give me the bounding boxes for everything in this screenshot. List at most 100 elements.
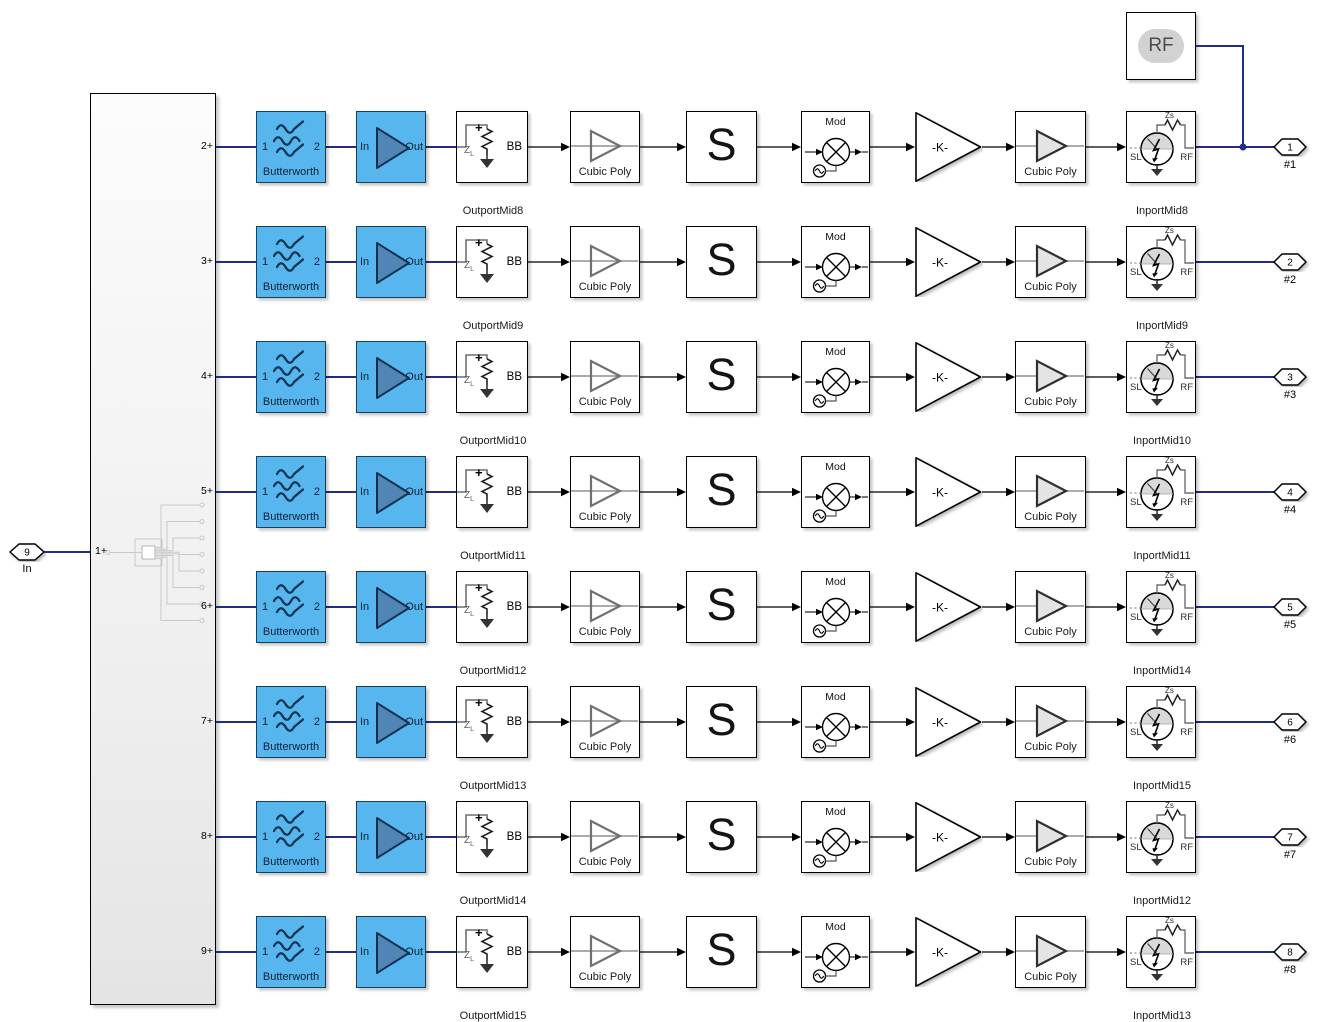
port-1-label: 1 xyxy=(262,371,269,383)
inport-mid-block[interactable]: SL RF Zs InportMid15 xyxy=(1126,686,1196,792)
s-parameters-block[interactable]: S xyxy=(686,341,757,413)
plus-polarity-label: + xyxy=(475,235,483,250)
butterworth-filter-block[interactable]: 1 2 Butterworth xyxy=(256,571,326,643)
ground-icon xyxy=(480,964,494,973)
butterworth-filter-block[interactable]: 1 2 Butterworth xyxy=(256,341,326,413)
s-parameters-block[interactable]: S xyxy=(686,801,757,873)
port-2-label: 2 xyxy=(313,831,320,843)
port-2-label: 2 xyxy=(313,716,320,728)
cubic-poly-block[interactable]: Cubic Poly xyxy=(570,686,640,758)
output-port-hexagon[interactable]: 1 xyxy=(1272,137,1310,157)
cubic-poly-block-2[interactable]: Cubic Poly xyxy=(1015,341,1086,413)
gain-block[interactable]: -K- xyxy=(915,572,983,642)
inport-name-label: InportMid9 xyxy=(1136,320,1188,332)
inport-mid-block[interactable]: SL RF Zs InportMid11 xyxy=(1126,456,1196,562)
s-parameters-block[interactable]: S xyxy=(686,916,757,988)
butterworth-filter-block[interactable]: 1 2 Butterworth xyxy=(256,801,326,873)
amp-outline-icon xyxy=(571,359,638,393)
amplifier-block[interactable]: In Out xyxy=(356,226,426,298)
gain-value-label: -K- xyxy=(932,486,948,500)
s-parameters-block[interactable]: S xyxy=(686,686,757,758)
load-circuit-icon xyxy=(457,124,494,168)
cubic-poly-block[interactable]: Cubic Poly xyxy=(570,456,640,528)
gain-block[interactable]: -K- xyxy=(915,342,983,412)
ground-icon xyxy=(480,734,494,743)
inport-mid-block[interactable]: SL RF Zs InportMid14 xyxy=(1126,571,1196,677)
gain-block[interactable]: -K- xyxy=(915,687,983,757)
gain-block[interactable]: -K- xyxy=(915,457,983,527)
modulator-block[interactable]: Mod xyxy=(801,341,870,413)
s-parameters-block[interactable]: S xyxy=(686,111,757,183)
outport-mid-block[interactable]: + ZL BB OutportMid10 xyxy=(456,341,528,447)
butterworth-filter-block[interactable]: 1 2 Butterworth xyxy=(256,686,326,758)
gain-block[interactable]: -K- xyxy=(915,112,983,182)
output-port-hexagon[interactable]: 7 xyxy=(1272,827,1310,847)
modulator-block[interactable]: Mod xyxy=(801,801,870,873)
output-port-hexagon[interactable]: 3 xyxy=(1272,367,1310,387)
amplifier-block[interactable]: In Out xyxy=(356,341,426,413)
s-parameters-block[interactable]: S xyxy=(686,456,757,528)
outport-mid-block[interactable]: + ZL BB OutportMid11 xyxy=(456,456,528,562)
cubic-poly-block[interactable]: Cubic Poly xyxy=(570,916,640,988)
outport-mid-block[interactable]: + ZL BB OutportMid12 xyxy=(456,571,528,677)
rf-source-block[interactable]: RF xyxy=(1126,12,1196,80)
outport-mid-block[interactable]: + ZL BB OutportMid14 xyxy=(456,801,528,907)
modulator-block[interactable]: Mod xyxy=(801,111,870,183)
cubic-poly-block-2[interactable]: Cubic Poly xyxy=(1015,571,1086,643)
butterworth-filter-block[interactable]: 1 2 Butterworth xyxy=(256,226,326,298)
cubic-poly-block[interactable]: Cubic Poly xyxy=(570,111,640,183)
gain-block[interactable]: -K- xyxy=(915,227,983,297)
cubic-poly-block-2[interactable]: Cubic Poly xyxy=(1015,686,1086,758)
modulator-block[interactable]: Mod xyxy=(801,226,870,298)
modulator-block[interactable]: Mod xyxy=(801,571,870,643)
splitter-output-port-label: 4+ xyxy=(201,370,213,382)
butterworth-filter-block[interactable]: 1 2 Butterworth xyxy=(256,456,326,528)
cubic-poly-label: Cubic Poly xyxy=(578,511,632,523)
cubic-poly-block[interactable]: Cubic Poly xyxy=(570,226,640,298)
outport-mid-block[interactable]: + ZL BB OutportMid13 xyxy=(456,686,528,792)
load-impedance-label: ZL xyxy=(464,835,475,848)
cubic-poly-block-2[interactable]: Cubic Poly xyxy=(1015,916,1086,988)
amp-triangle-icon xyxy=(376,472,410,514)
output-port-hexagon[interactable]: 6 xyxy=(1272,712,1310,732)
cubic-poly-block-2[interactable]: Cubic Poly xyxy=(1015,111,1086,183)
modulator-block[interactable]: Mod xyxy=(801,686,870,758)
amplifier-block[interactable]: In Out xyxy=(356,916,426,988)
amplifier-block[interactable]: In Out xyxy=(356,801,426,873)
splitter-subsystem-block[interactable]: 1+ xyxy=(90,93,216,1005)
butterworth-filter-block[interactable]: 1 2 Butterworth xyxy=(256,916,326,988)
s-glyph: S xyxy=(706,808,737,860)
port-2-label: 2 xyxy=(313,486,320,498)
cubic-poly-block[interactable]: Cubic Poly xyxy=(570,341,640,413)
inport-mid-block[interactable]: SL RF Zs InportMid9 xyxy=(1126,226,1196,332)
cubic-poly-block-2[interactable]: Cubic Poly xyxy=(1015,456,1086,528)
output-port-hexagon[interactable]: 2 xyxy=(1272,252,1310,272)
amplifier-block[interactable]: In Out xyxy=(356,111,426,183)
outport-mid-block[interactable]: + ZL BB OutportMid15 xyxy=(456,916,528,1022)
cubic-poly-block-2[interactable]: Cubic Poly xyxy=(1015,226,1086,298)
amplifier-block[interactable]: In Out xyxy=(356,456,426,528)
output-port-hexagon[interactable]: 8 xyxy=(1272,942,1310,962)
output-port-hexagon[interactable]: 4 xyxy=(1272,482,1310,502)
inport-name-label: InportMid10 xyxy=(1132,435,1192,447)
modulator-block[interactable]: Mod xyxy=(801,916,870,988)
output-port-hexagon[interactable]: 5 xyxy=(1272,597,1310,617)
outport-mid-block[interactable]: + ZL BB OutportMid8 xyxy=(456,111,528,217)
inport-mid-block[interactable]: SL RF Zs InportMid12 xyxy=(1126,801,1196,907)
inport-mid-block[interactable]: SL RF Zs InportMid8 xyxy=(1126,111,1196,217)
butterworth-filter-block[interactable]: 1 2 Butterworth xyxy=(256,111,326,183)
amplifier-block[interactable]: In Out xyxy=(356,571,426,643)
modulator-block[interactable]: Mod xyxy=(801,456,870,528)
inport-mid-block[interactable]: SL RF Zs InportMid10 xyxy=(1126,341,1196,447)
gain-block[interactable]: -K- xyxy=(915,802,983,872)
gain-block[interactable]: -K- xyxy=(915,917,983,987)
outport-mid-block[interactable]: + ZL BB OutportMid9 xyxy=(456,226,528,332)
cubic-poly-block-2[interactable]: Cubic Poly xyxy=(1015,801,1086,873)
s-parameters-block[interactable]: S xyxy=(686,226,757,298)
amplifier-block[interactable]: In Out xyxy=(356,686,426,758)
s-parameters-block[interactable]: S xyxy=(686,571,757,643)
inport-mid-block[interactable]: SL RF Zs InportMid13 xyxy=(1126,916,1196,1022)
cubic-poly-block[interactable]: Cubic Poly xyxy=(570,571,640,643)
cubic-poly-block[interactable]: Cubic Poly xyxy=(570,801,640,873)
filter-waves-icon xyxy=(273,235,305,272)
